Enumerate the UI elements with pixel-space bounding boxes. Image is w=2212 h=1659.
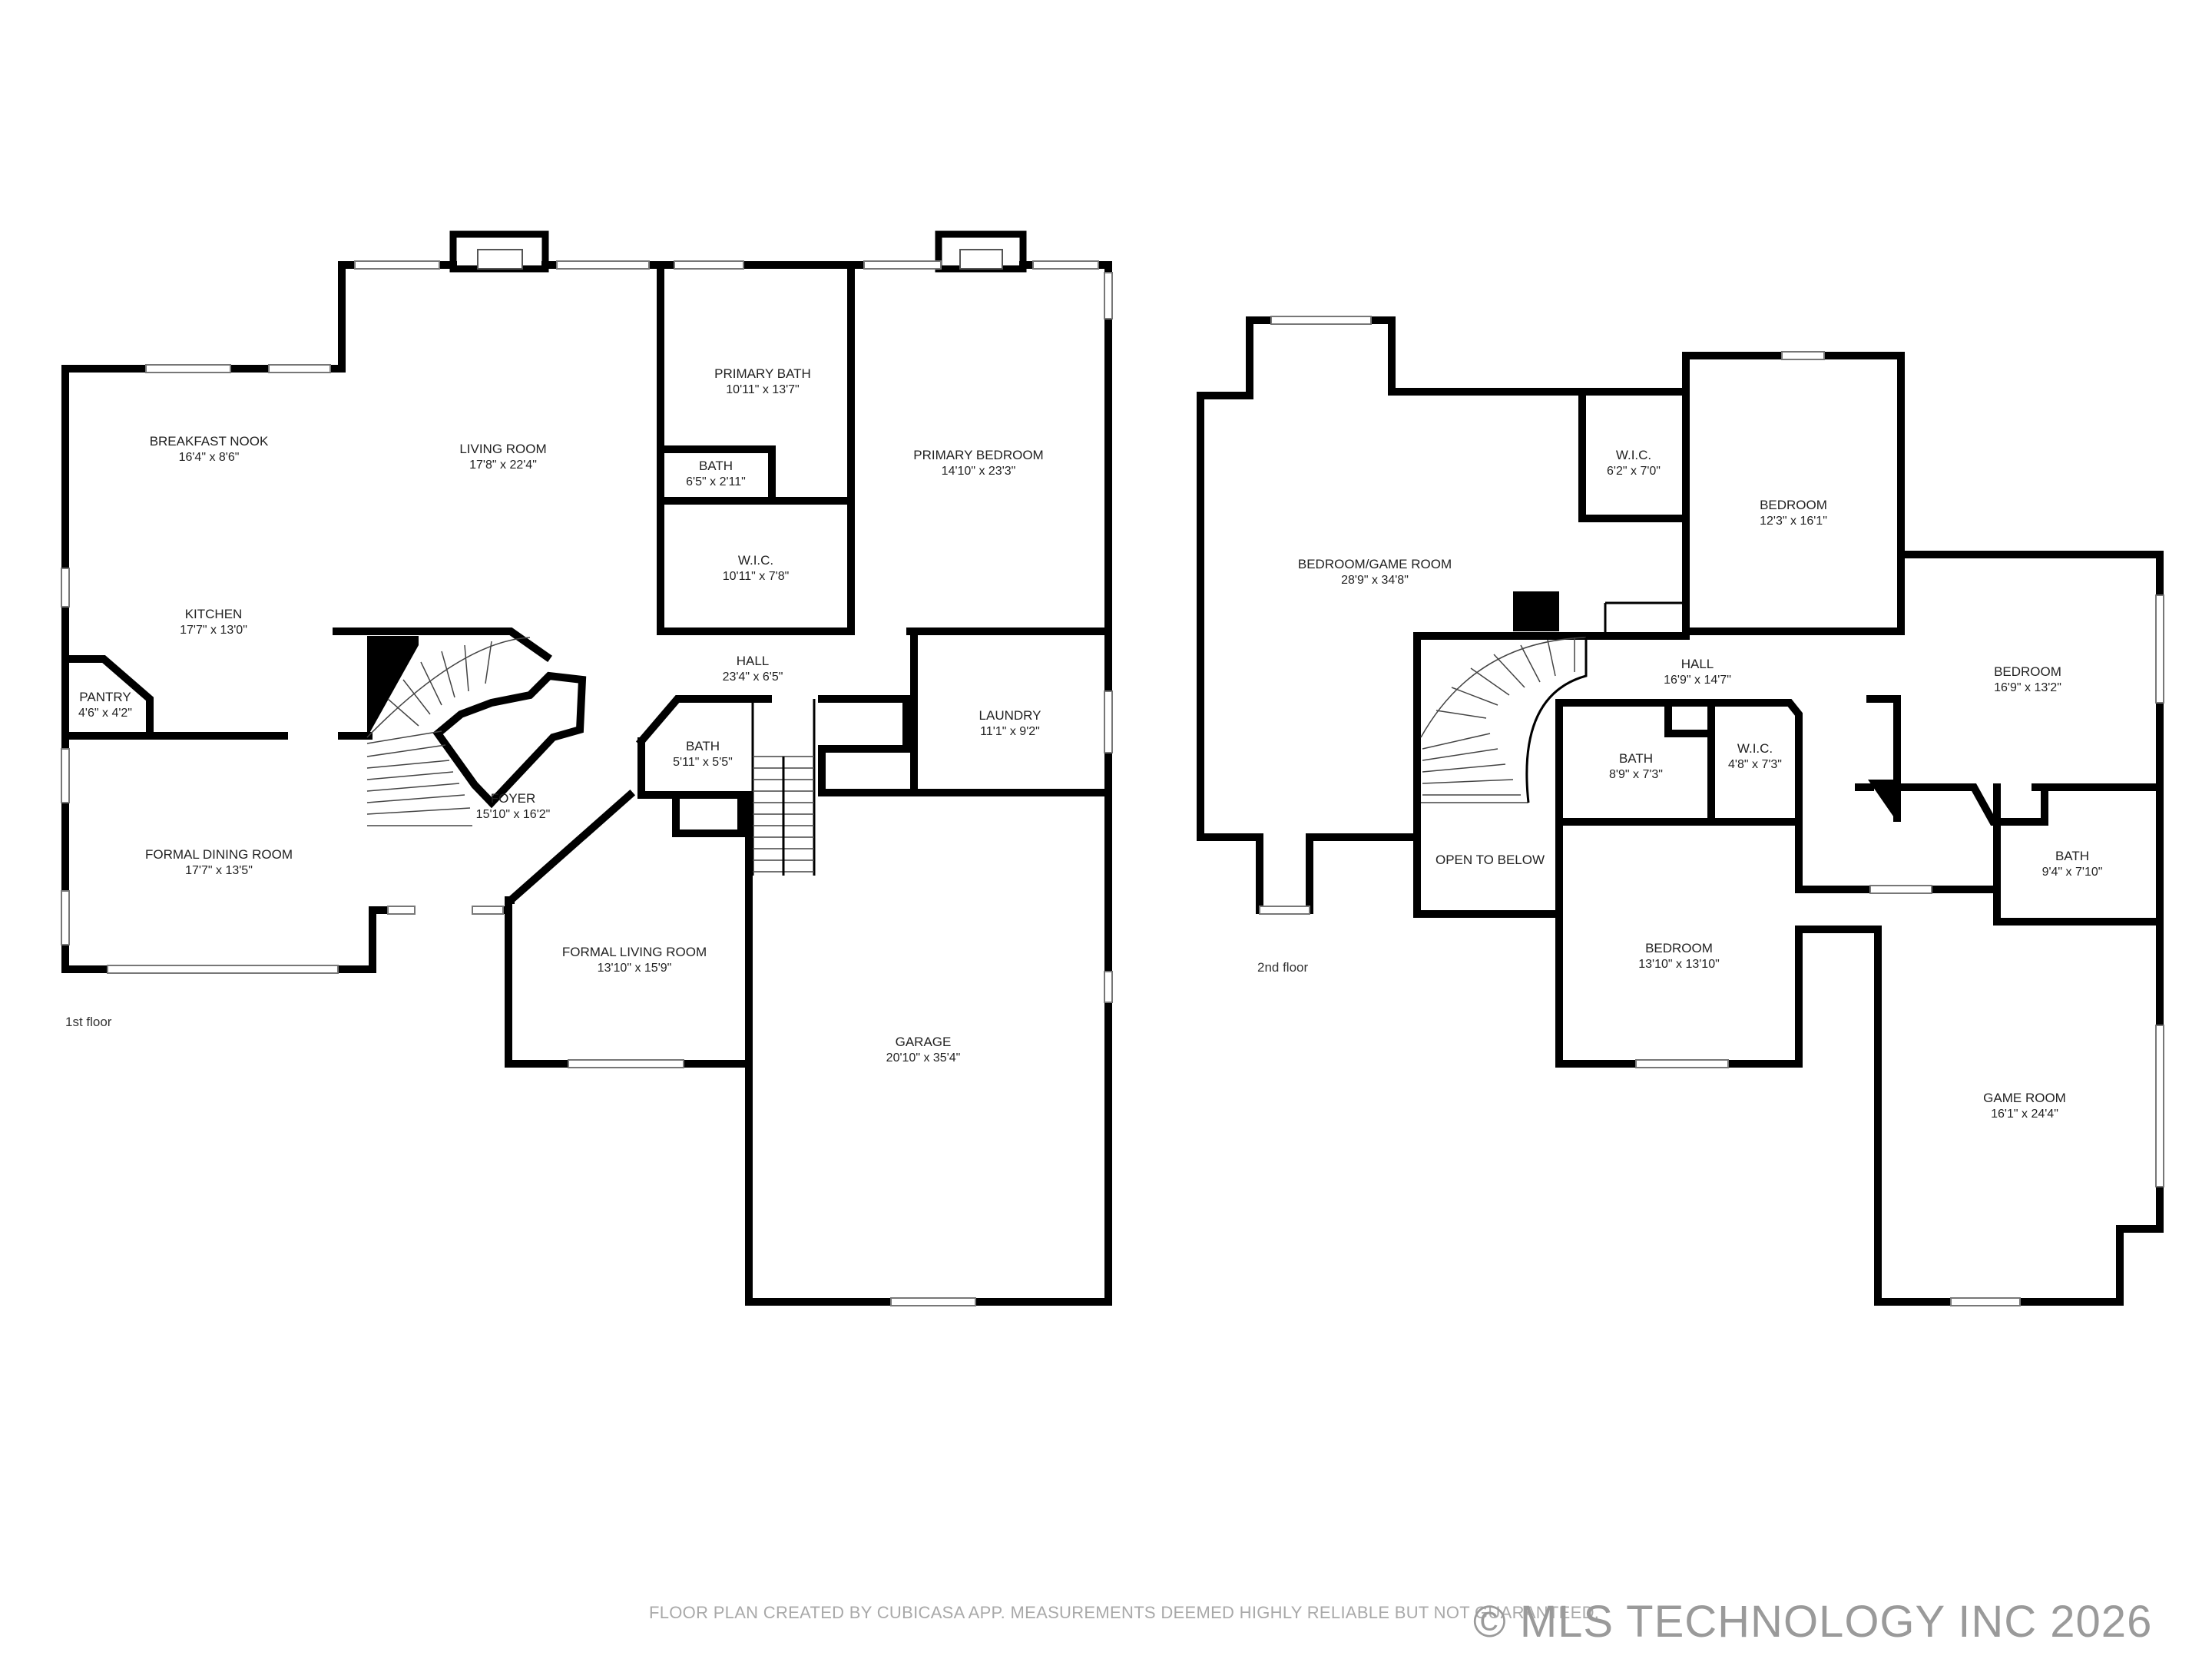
room-name: BATH	[1619, 751, 1653, 766]
room-dims: 20'10" x 35'4"	[886, 1051, 961, 1065]
second-floor-exterior-walls	[1197, 316, 2164, 1306]
room-name: GARAGE	[896, 1035, 952, 1049]
room-name: W.I.C.	[1616, 448, 1651, 462]
room-name: PRIMARY BATH	[714, 366, 811, 381]
room-dims: 4'8" x 7'3"	[1728, 758, 1782, 771]
room-name: W.I.C.	[738, 553, 773, 568]
room-name: FORMAL LIVING ROOM	[562, 945, 707, 959]
room-dims: 5'11" x 5'5"	[673, 756, 733, 769]
room-dims: 10'11" x 13'7"	[726, 383, 799, 396]
first-floor-exterior-walls	[61, 261, 1112, 1306]
room-dims: 16'9" x 14'7"	[1664, 674, 1731, 687]
second-floor-labels: W.I.C. 6'2" x 7'0" BEDROOM 12'3" x 16'1"…	[1257, 448, 2102, 1121]
room-dims: 16'1" x 24'4"	[1991, 1108, 2058, 1121]
room-name: LAUNDRY	[979, 708, 1041, 723]
room-name: PANTRY	[79, 690, 131, 704]
room-name: BEDROOM	[1994, 664, 2061, 679]
room-name: BATH	[686, 739, 720, 753]
room-name: BREAKFAST NOOK	[150, 434, 269, 449]
room-name: BATH	[699, 459, 733, 473]
room-name: BATH	[2055, 849, 2089, 863]
room-name: BEDROOM	[1645, 941, 1713, 955]
room-dims: 28'9" x 34'8"	[1341, 574, 1409, 587]
room-name: BEDROOM/GAME ROOM	[1298, 557, 1452, 571]
fireplace-block	[1513, 591, 1559, 631]
room-name: FOYER	[491, 791, 536, 806]
room-dims: 9'4" x 7'10"	[2042, 866, 2103, 879]
room-dims: 4'6" x 4'2"	[78, 707, 132, 720]
second-floor-spiral-staircase	[1420, 637, 1588, 803]
room-name: FORMAL DINING ROOM	[145, 847, 293, 862]
garage-staircase	[751, 699, 816, 876]
room-dims: 17'8" x 22'4"	[469, 459, 537, 472]
room-name: W.I.C.	[1737, 741, 1773, 756]
room-dims: 8'9" x 7'3"	[1609, 768, 1663, 781]
room-dims: 14'10" x 23'3"	[942, 465, 1016, 478]
room-dims: 16'4" x 8'6"	[179, 451, 240, 464]
room-name: HALL	[737, 654, 770, 668]
room-dims: 23'4" x 6'5"	[723, 671, 783, 684]
room-dims: 17'7" x 13'0"	[180, 624, 247, 637]
room-dims: 6'2" x 7'0"	[1607, 465, 1661, 478]
second-floor-plan: W.I.C. 6'2" x 7'0" BEDROOM 12'3" x 16'1"…	[1197, 316, 2164, 1306]
room-name: BEDROOM	[1760, 498, 1827, 512]
room-dims: 11'1" x 9'2"	[980, 725, 1040, 738]
room-dims: 17'7" x 13'5"	[185, 864, 253, 877]
floor-label: 2nd floor	[1257, 960, 1308, 975]
room-dims: 12'3" x 16'1"	[1760, 515, 1827, 528]
copyright-watermark: © MLS TECHNOLOGY INC 2026	[1473, 1597, 2153, 1647]
room-name: KITCHEN	[185, 607, 243, 621]
room-dims: 15'10" x 16'2"	[476, 808, 551, 821]
first-floor-interior-walls	[61, 261, 1112, 796]
room-dims: 10'11" x 7'8"	[723, 570, 790, 583]
room-name: HALL	[1681, 657, 1714, 671]
room-name: GAME ROOM	[1983, 1091, 2066, 1105]
room-dims: 13'10" x 13'10"	[1638, 958, 1720, 971]
floor-label: 1st floor	[65, 1015, 112, 1029]
first-floor-windows	[61, 260, 1113, 1306]
room-name: OPEN TO BELOW	[1435, 853, 1545, 867]
room-dims: 13'10" x 15'9"	[598, 962, 672, 975]
room-name: PRIMARY BEDROOM	[913, 448, 1043, 462]
second-floor-windows	[1259, 316, 2164, 1306]
floor-plan-disclaimer: FLOOR PLAN CREATED BY CUBICASA APP. MEAS…	[649, 1603, 1600, 1622]
room-name: LIVING ROOM	[459, 442, 546, 456]
room-dims: 6'5" x 2'11"	[686, 475, 746, 488]
room-dims: 16'9" x 13'2"	[1994, 681, 2061, 694]
first-floor-labels: BREAKFAST NOOK 16'4" x 8'6" LIVING ROOM …	[65, 366, 1044, 1065]
foyer-spiral-staircase	[367, 636, 419, 737]
first-floor-plan: BREAKFAST NOOK 16'4" x 8'6" LIVING ROOM …	[61, 230, 1113, 1306]
